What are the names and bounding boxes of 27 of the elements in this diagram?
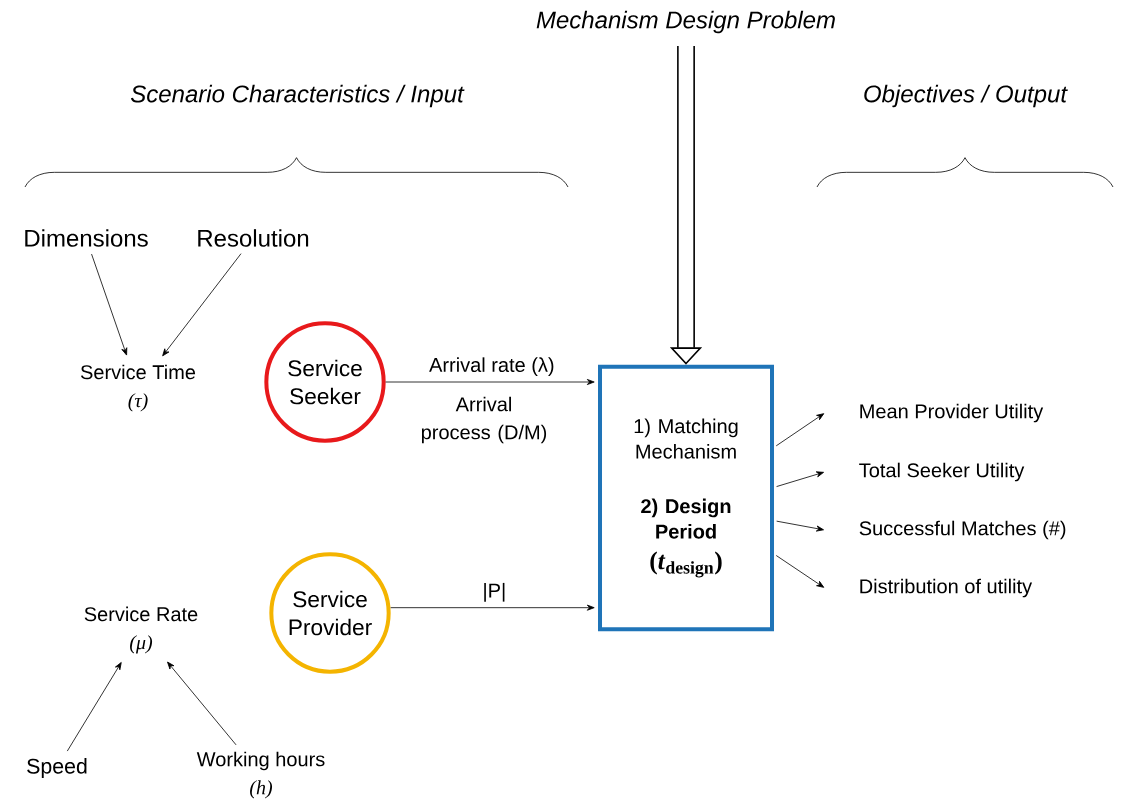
parameter-text: Working hours (h): [196, 751, 325, 799]
arrow: [162, 253, 242, 357]
arrow: [167, 661, 237, 746]
section-heading: Objectives / Output: [864, 84, 1068, 108]
arrow: [390, 604, 595, 611]
arrow: [776, 471, 824, 487]
input-text: Resolution: [198, 229, 309, 247]
output-text: Distribution of utility: [860, 578, 1033, 598]
input-text: Dimensions: [25, 229, 148, 247]
output-text: Mean Provider Utility: [860, 403, 1044, 423]
input-text: Speed: [27, 758, 87, 778]
mechanism-box: 1) Matching Mechanism 2) Design Period (t$_{design}$): [598, 364, 774, 632]
parameter-text: Service Rate (μ): [84, 606, 198, 654]
arrow: [385, 379, 595, 385]
edge-label: |P|: [484, 582, 505, 602]
output-text: Total Seeker Utility: [859, 462, 1025, 482]
arrow: [775, 555, 825, 588]
arrow: [66, 662, 122, 752]
arrow: [91, 253, 128, 356]
edge-label: Arrival rate (λ): [429, 357, 554, 376]
annotation-text: Arrival process (D/M): [421, 396, 547, 444]
parameter-text: Service Time (τ): [80, 364, 196, 412]
arrow: [775, 413, 825, 447]
heading-text: Mechanism Design Problem: [536, 10, 835, 34]
section-heading: Scenario Characteristics / Input: [130, 84, 465, 108]
arrow: [776, 520, 824, 532]
output-text: Successful Matches (#): [859, 520, 1066, 540]
